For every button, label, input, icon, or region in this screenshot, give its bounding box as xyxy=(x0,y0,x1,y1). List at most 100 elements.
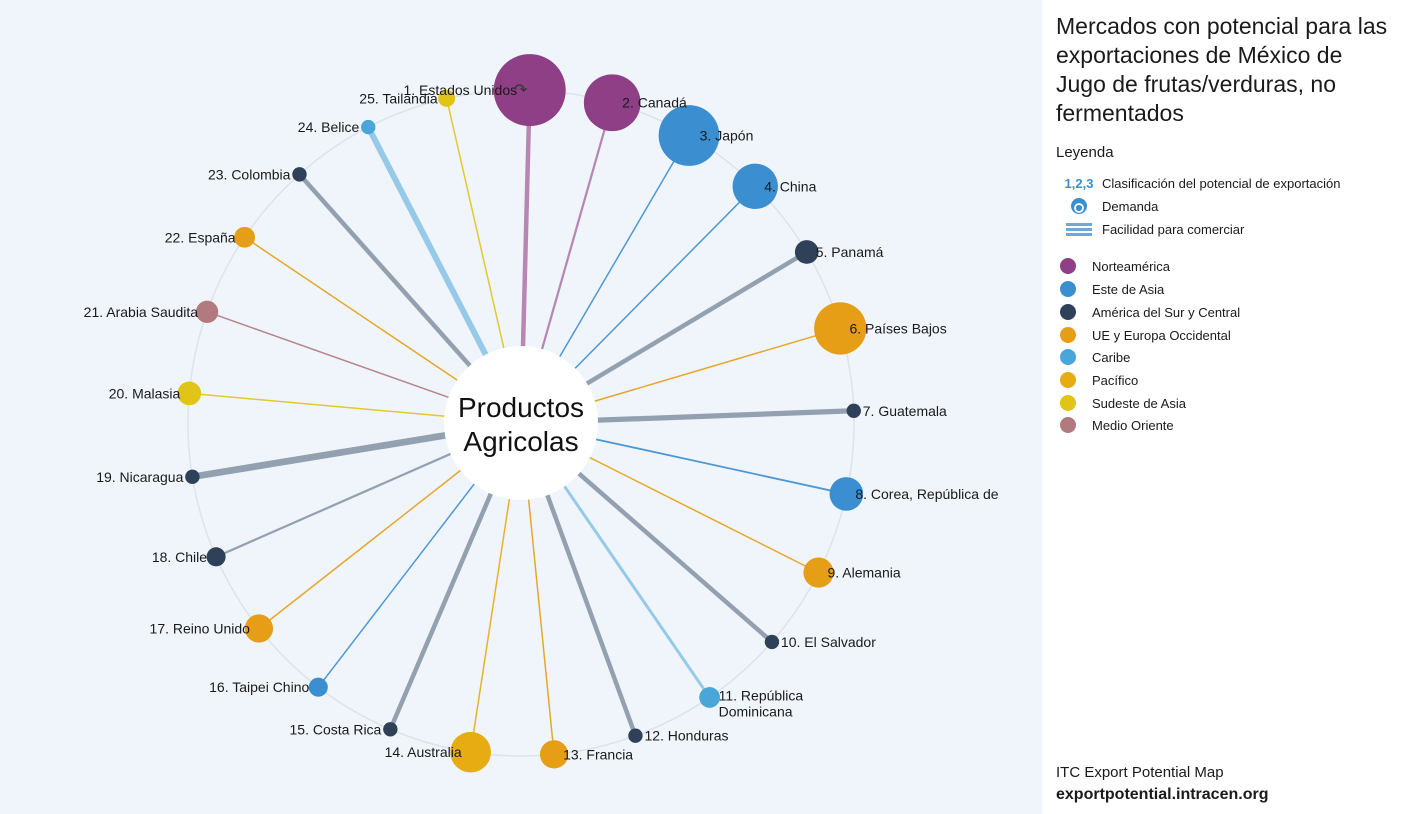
region-row-ue-europa-occidental[interactable]: UE y Europa Occidental xyxy=(1056,325,1231,345)
market-label: 22. España xyxy=(165,229,236,245)
reset-arrow-icon[interactable]: ↷ xyxy=(514,82,528,99)
market-bubble[interactable] xyxy=(438,89,456,107)
spoke-line xyxy=(206,311,478,409)
market-label: 8. Corea, República de xyxy=(855,486,998,502)
legend-ease-row: Facilidad para comerciar xyxy=(1056,219,1244,239)
spoke-line xyxy=(365,125,503,384)
spoke-line xyxy=(189,392,476,420)
region-label: Este de Asia xyxy=(1092,281,1165,297)
spoke-line xyxy=(545,460,711,699)
market-bubble[interactable] xyxy=(794,240,819,264)
spoke-line xyxy=(191,427,476,481)
market-label: 23. Colombia xyxy=(208,166,291,182)
market-label: 14. Australia xyxy=(385,744,462,760)
market-bubble[interactable] xyxy=(450,731,491,773)
spoke-line xyxy=(215,440,480,558)
market-bubble[interactable] xyxy=(244,614,274,643)
side-panel: Mercados con potencial para las exportac… xyxy=(1042,0,1401,814)
region-row-medio-oriente[interactable]: Medio Oriente xyxy=(1056,415,1174,435)
spoke-line xyxy=(543,135,690,384)
market-label: 7. Guatemala xyxy=(863,403,947,419)
spoke-line xyxy=(469,468,515,753)
spoke-line xyxy=(532,102,614,379)
region-row-norteamerica[interactable]: Norteamérica xyxy=(1056,256,1170,276)
spoke-line xyxy=(524,468,555,755)
footer-url-link[interactable]: exportpotential.intracen.org xyxy=(1056,786,1269,803)
spoke-line xyxy=(561,443,819,574)
market-bubble[interactable] xyxy=(177,381,202,406)
market-bubble[interactable] xyxy=(814,302,867,355)
spoke-line xyxy=(317,459,494,688)
spoke-line xyxy=(559,250,808,402)
region-dot-icon xyxy=(1060,281,1076,297)
market-bubble[interactable] xyxy=(732,163,778,209)
region-label: Pacífico xyxy=(1092,372,1139,388)
market-label: 3. Japón xyxy=(700,127,754,143)
market-bubble[interactable] xyxy=(185,469,200,485)
region-dot-icon xyxy=(1060,417,1076,433)
market-label: 2. Canadá xyxy=(622,95,687,111)
market-bubble[interactable] xyxy=(628,728,643,743)
market-label: 4. China xyxy=(764,178,816,194)
demand-label: Demanda xyxy=(1102,198,1159,214)
spoke-line xyxy=(554,451,774,644)
market-bubble[interactable] xyxy=(658,105,720,166)
market-bubble[interactable] xyxy=(195,300,219,323)
market-bubble[interactable] xyxy=(829,477,864,511)
region-dot-icon xyxy=(1060,349,1076,365)
rank-label: Clasificación del potencial de exportaci… xyxy=(1102,175,1341,191)
market-label: 6. Países Bajos xyxy=(849,320,946,336)
region-row-este-de-asia[interactable]: Este de Asia xyxy=(1056,279,1164,299)
ease-label: Facilidad para comerciar xyxy=(1102,221,1245,237)
market-label: 12. Honduras xyxy=(644,728,728,744)
region-row-pacifico[interactable]: Pacífico xyxy=(1056,370,1138,390)
market-bubble[interactable] xyxy=(493,54,566,127)
region-label: América del Sur y Central xyxy=(1092,304,1241,320)
market-label: 16. Taipei Chino xyxy=(209,679,309,695)
market-label: 21. Arabia Saudita xyxy=(84,304,199,320)
market-bubble[interactable] xyxy=(539,740,569,769)
spoke-line xyxy=(258,450,486,630)
rank-symbol: 1,2,3 xyxy=(1064,175,1094,191)
region-dot-icon xyxy=(1060,372,1076,388)
market-bubble[interactable] xyxy=(383,722,398,737)
footer-source: ITC Export Potential Map xyxy=(1056,764,1224,781)
region-dot-icon xyxy=(1060,395,1076,411)
market-bubble[interactable] xyxy=(234,226,256,248)
market-bubble[interactable] xyxy=(846,403,861,418)
region-label: Sudeste de Asia xyxy=(1092,395,1186,411)
market-bubble[interactable] xyxy=(699,687,721,708)
market-label: 20. Malasia xyxy=(109,385,181,401)
region-row-america-sur-central[interactable]: América del Sur y Central xyxy=(1056,302,1240,322)
market-bubble[interactable] xyxy=(764,634,780,650)
market-bubble[interactable] xyxy=(292,167,307,182)
market-label: 10. El Salvador xyxy=(781,634,876,650)
region-row-caribe[interactable]: Caribe xyxy=(1056,347,1130,367)
market-label: 9. Alemania xyxy=(827,565,900,581)
region-label: Caribe xyxy=(1092,349,1131,365)
spoke-line xyxy=(388,464,505,731)
spoke-line xyxy=(552,185,756,391)
market-label: 24. Belice xyxy=(298,119,360,135)
spoke-line xyxy=(565,431,847,495)
market-label: 17. Reino Unido xyxy=(150,620,251,636)
market-bubble[interactable] xyxy=(803,557,834,588)
market-label: 25. Tailandia xyxy=(359,90,438,106)
center-label-line-1: Productos xyxy=(458,392,584,423)
spoke-line xyxy=(534,465,638,737)
spoke-line xyxy=(244,236,484,398)
spoke-line xyxy=(297,172,492,391)
market-label: 15. Costa Rica xyxy=(290,721,382,737)
spoke-line xyxy=(567,408,854,424)
market-bubble[interactable] xyxy=(206,547,226,567)
market-bubble[interactable] xyxy=(308,677,328,697)
region-dot-icon xyxy=(1060,304,1076,320)
center-circle xyxy=(444,346,598,500)
market-bubble[interactable] xyxy=(361,119,376,135)
region-row-sudeste-de-asia[interactable]: Sudeste de Asia xyxy=(1056,393,1186,413)
market-bubble[interactable] xyxy=(583,74,641,132)
